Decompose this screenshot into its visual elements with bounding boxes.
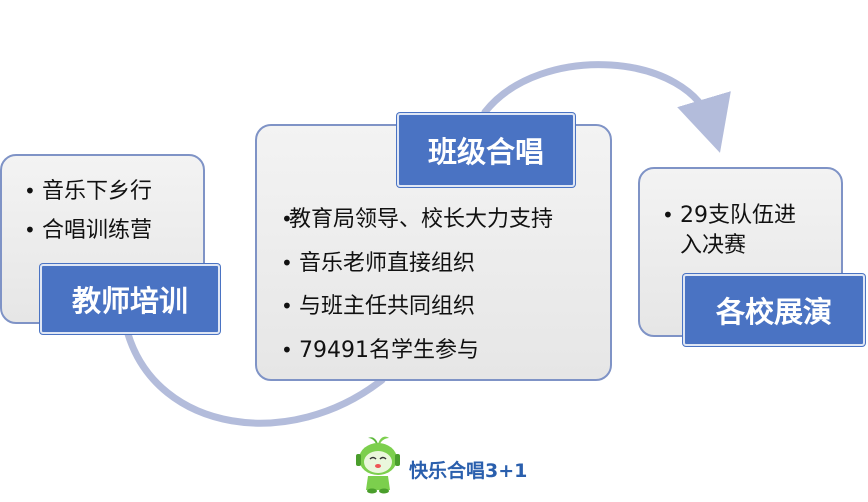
school-showcase-tag: 各校展演	[683, 274, 865, 346]
list-item: •合唱训练营	[24, 217, 153, 243]
bullet: •	[24, 179, 36, 203]
bullet: •	[24, 217, 36, 242]
class-choir-list: •教育局领导、校长大力支持 •音乐老师直接组织 •与班主任共同组织 •79491…	[281, 206, 553, 380]
list-item: •教育局领导、校长大力支持	[281, 207, 554, 232]
bullet: •	[281, 337, 293, 362]
list-item: •音乐下乡行	[24, 179, 153, 204]
list-item: •79491名学生参与	[281, 337, 479, 363]
green-mascot-icon	[356, 436, 400, 494]
bullet: •	[281, 207, 293, 231]
class-choir-tag: 班级合唱	[397, 113, 575, 187]
bullet: •	[281, 250, 293, 275]
school-showcase-list: •29支队伍进入决赛	[662, 201, 796, 260]
teacher-training-list: •音乐下乡行 •合唱训练营	[24, 178, 152, 255]
bullet: •	[281, 294, 293, 318]
list-item: •音乐老师直接组织	[281, 250, 476, 276]
teacher-training-tag: 教师培训	[40, 264, 220, 334]
list-item: •与班主任共同组织	[281, 294, 476, 319]
logo-text: 快乐合唱3+1	[409, 460, 528, 482]
arrow-top	[481, 61, 731, 153]
list-item: •29支队伍进入决赛	[662, 203, 796, 258]
class-choir-panel: •教育局领导、校长大力支持 •音乐老师直接组织 •与班主任共同组织 •79491…	[255, 124, 612, 381]
bullet: •	[662, 203, 674, 227]
arrow-bottom	[124, 330, 386, 427]
